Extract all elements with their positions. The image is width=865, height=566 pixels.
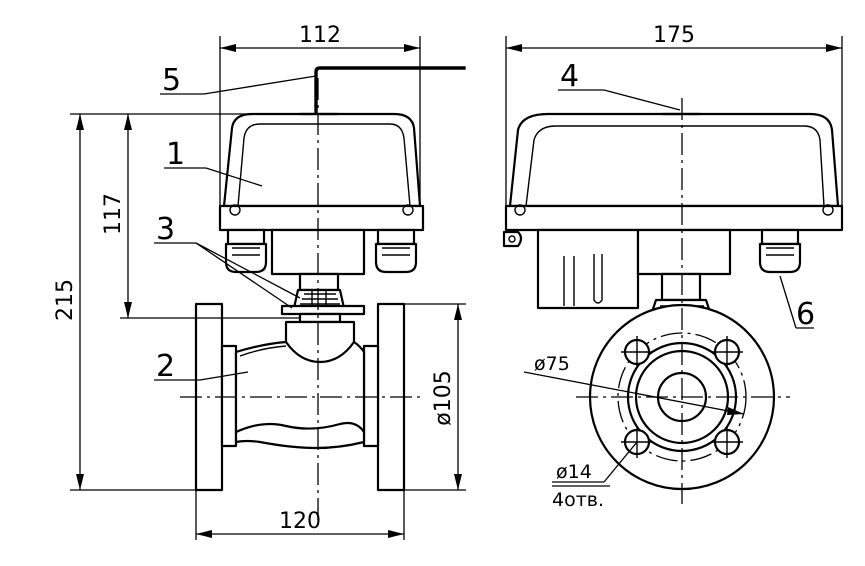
motor-housing — [536, 228, 640, 310]
actuator-base — [218, 204, 425, 232]
dim-width-175: 175 — [653, 23, 695, 48]
cable-gland-right — [374, 228, 418, 274]
part-number-2: 2 — [156, 349, 175, 384]
base-screw — [229, 204, 241, 216]
dim-length-120: 120 — [279, 509, 321, 534]
part-numbers: 5 1 3 2 4 6 — [156, 59, 815, 384]
dimension-labels: 112 175 215 117 ø105 120 ø75 ø14 4отв. — [53, 23, 695, 534]
dim-width-112: 112 — [299, 23, 341, 48]
actuator-base-front — [504, 204, 844, 232]
cable — [314, 66, 466, 115]
actuator-cover — [222, 112, 422, 208]
part-number-6: 6 — [796, 297, 815, 332]
part-number-3: 3 — [156, 212, 175, 247]
dim-diameter-105: ø105 — [431, 370, 456, 425]
dim-height-117: 117 — [101, 193, 126, 235]
center-lines — [180, 78, 790, 520]
cable-gland-front — [758, 228, 802, 274]
actuator-cover-front-rib — [525, 125, 825, 207]
part-number-4: 4 — [560, 59, 579, 94]
stem-neck — [298, 272, 340, 292]
actuator-cover-front — [508, 112, 840, 208]
gearbox-block-front — [636, 228, 732, 276]
left-view — [194, 66, 466, 492]
actuator-cover-rib — [237, 123, 411, 207]
dim-bolt-circle-75: ø75 — [534, 353, 570, 375]
right-view — [502, 112, 844, 491]
dimension-lines — [70, 36, 843, 540]
dim-hole-count: 4отв. — [552, 489, 604, 511]
base-screw — [402, 204, 414, 216]
dim-hole-14: ø14 — [556, 461, 592, 483]
cover-latch — [502, 230, 523, 248]
cable-gland-left — [224, 228, 268, 274]
dim-height-215: 215 — [53, 279, 78, 321]
part-leaders — [154, 75, 814, 381]
part-number-1: 1 — [166, 137, 185, 172]
part-number-5: 5 — [162, 63, 181, 98]
